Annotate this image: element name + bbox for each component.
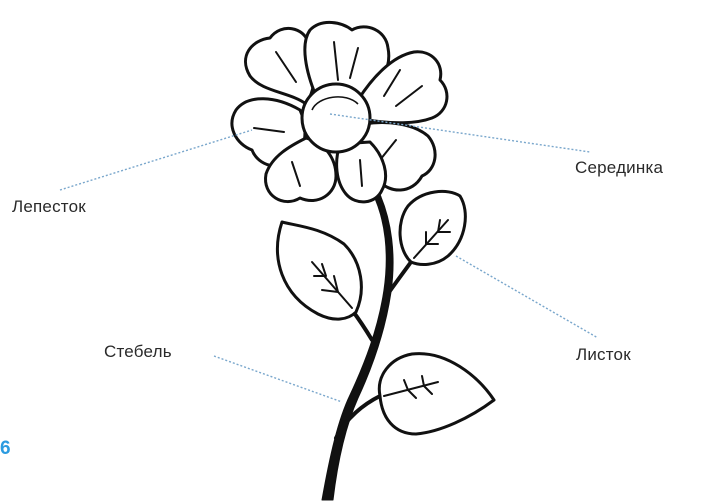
leaf-lower bbox=[379, 354, 494, 434]
label-stem: Стебель bbox=[104, 342, 172, 362]
label-petal: Лепесток bbox=[12, 197, 86, 217]
label-center: Серединка bbox=[575, 158, 663, 178]
leader-line-leaf bbox=[456, 256, 598, 338]
flower-center bbox=[302, 84, 370, 152]
flower-stem bbox=[322, 190, 411, 500]
page-number: 6 bbox=[0, 438, 11, 460]
petal-top-left bbox=[246, 28, 315, 104]
leaf-upper-right bbox=[400, 191, 465, 264]
leader-line-petal bbox=[60, 130, 252, 190]
leader-line-stem bbox=[214, 356, 342, 402]
label-leaf: Листок bbox=[576, 345, 631, 365]
leaf-upper-left bbox=[278, 222, 362, 319]
